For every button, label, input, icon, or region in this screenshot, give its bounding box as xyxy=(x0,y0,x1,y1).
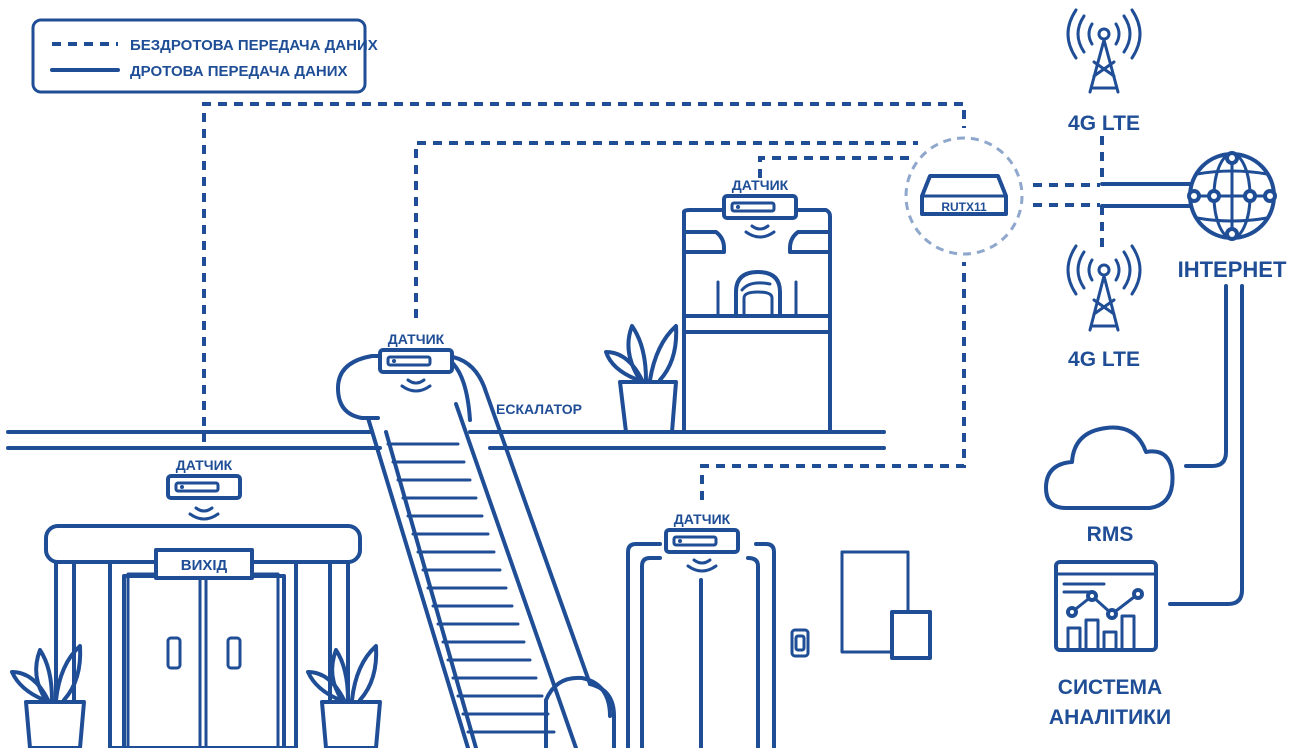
tower-top: 4G LTE xyxy=(1068,10,1140,135)
tower-bottom: 4G LTE xyxy=(1068,246,1140,371)
exit-doors: ВИХІД xyxy=(46,526,360,748)
booth-right-shelf xyxy=(790,232,830,252)
floor xyxy=(8,432,884,448)
security-booth xyxy=(684,210,830,432)
plant-pot xyxy=(322,702,380,748)
elevator-call-button xyxy=(792,630,808,656)
rms-label: RMS xyxy=(1087,523,1134,546)
escalator-outer-side xyxy=(368,418,468,748)
escalator: ЕСКАЛАТОР xyxy=(338,356,614,748)
router-node: RUTX11 xyxy=(906,138,1022,254)
tower-bottom-label: 4G LTE xyxy=(1068,348,1140,371)
legend: БЕЗДРОТОВА ПЕРЕДАЧА ДАНИХ ДРОТОВА ПЕРЕДА… xyxy=(33,20,378,92)
wall-panel xyxy=(842,552,930,658)
analytics-dashboard-icon xyxy=(1056,562,1156,650)
tower-top-label: 4G LTE xyxy=(1068,112,1140,135)
exit-pillars xyxy=(56,562,348,748)
security-guard-icon xyxy=(736,272,780,314)
exit-door-right xyxy=(206,574,278,748)
legend-wired-label: ДРОТОВА ПЕРЕДАЧА ДАНИХ xyxy=(130,63,348,80)
escalator-steps xyxy=(388,444,554,732)
plant-pot xyxy=(26,702,84,748)
sensor-device-icon xyxy=(168,476,240,498)
elevator-call-button-inner xyxy=(796,636,804,650)
wall-panel-side xyxy=(842,552,892,652)
wifi-signal-icon xyxy=(190,508,218,519)
plant-leaves xyxy=(606,326,676,380)
exit-door-right-handle xyxy=(228,638,240,668)
plant-upper xyxy=(606,326,676,432)
sensor-escalator-label: ДАТЧИК xyxy=(388,331,445,347)
escalator-label: ЕСКАЛАТОР xyxy=(496,401,582,417)
plant-pot xyxy=(620,382,676,432)
antenna-tower-icon xyxy=(1068,10,1140,92)
sensor-booth-label: ДАТЧИК xyxy=(732,177,789,193)
legend-wireless-label: БЕЗДРОТОВА ПЕРЕДАЧА ДАНИХ xyxy=(130,37,378,54)
booth-window-frame xyxy=(718,282,796,316)
sensor-device-icon xyxy=(724,196,796,218)
analytics-label-line2: АНАЛІТИКИ xyxy=(1049,706,1171,729)
internet-label: ІНТЕРНЕТ xyxy=(1178,257,1287,282)
booth-left-shelf xyxy=(684,232,724,252)
internet-node: ІНТЕРНЕТ xyxy=(1178,153,1287,282)
link-booth-sensor xyxy=(760,158,910,178)
wireless-links xyxy=(204,104,1102,500)
sensor-exit: ДАТЧИК xyxy=(168,457,240,519)
wire-internet-rms xyxy=(1186,286,1226,466)
exit-door-left-handle xyxy=(168,638,180,668)
exit-door-left xyxy=(128,574,200,748)
sensor-elevator-label: ДАТЧИК xyxy=(674,511,731,527)
plant-leaves xyxy=(12,646,80,700)
sensor-exit-label: ДАТЧИК xyxy=(176,457,233,473)
antenna-tower-icon xyxy=(1068,246,1140,330)
link-exit-sensor xyxy=(204,104,964,442)
plant-right xyxy=(308,646,380,748)
exit-sign-label: ВИХІД xyxy=(181,557,228,574)
wire-internet-analytics xyxy=(1170,286,1242,604)
globe-icon xyxy=(1189,153,1275,239)
sensor-device-icon xyxy=(380,350,452,372)
wall-panel-box xyxy=(892,612,930,658)
wifi-signal-icon xyxy=(688,560,716,571)
exit-door-inner-frame xyxy=(124,576,284,748)
sensor-booth: ДАТЧИК xyxy=(724,177,796,237)
sensor-device-icon xyxy=(666,530,738,552)
analytics-label-line1: СИСТЕМА xyxy=(1058,676,1162,699)
wifi-signal-icon xyxy=(746,226,774,237)
wall-panel-back xyxy=(842,552,908,612)
link-escalator-sensor xyxy=(416,143,918,318)
sensor-elevator: ДАТЧИК xyxy=(666,511,738,571)
legend-box xyxy=(33,20,365,92)
booth-outline xyxy=(684,210,830,432)
sensor-escalator: ДАТЧИК xyxy=(380,331,452,391)
wifi-signal-icon xyxy=(402,380,430,391)
analytics-node: СИСТЕМА АНАЛІТИКИ xyxy=(1049,562,1171,729)
cloud-icon xyxy=(1046,428,1173,509)
escalator-landing xyxy=(546,678,610,748)
plant-leaves xyxy=(308,646,376,700)
rms-node: RMS xyxy=(1046,428,1173,547)
elevator xyxy=(628,544,808,748)
router-label: RUTX11 xyxy=(941,200,987,214)
exit-frame xyxy=(110,562,296,748)
link-elevator-sensor xyxy=(702,262,964,500)
